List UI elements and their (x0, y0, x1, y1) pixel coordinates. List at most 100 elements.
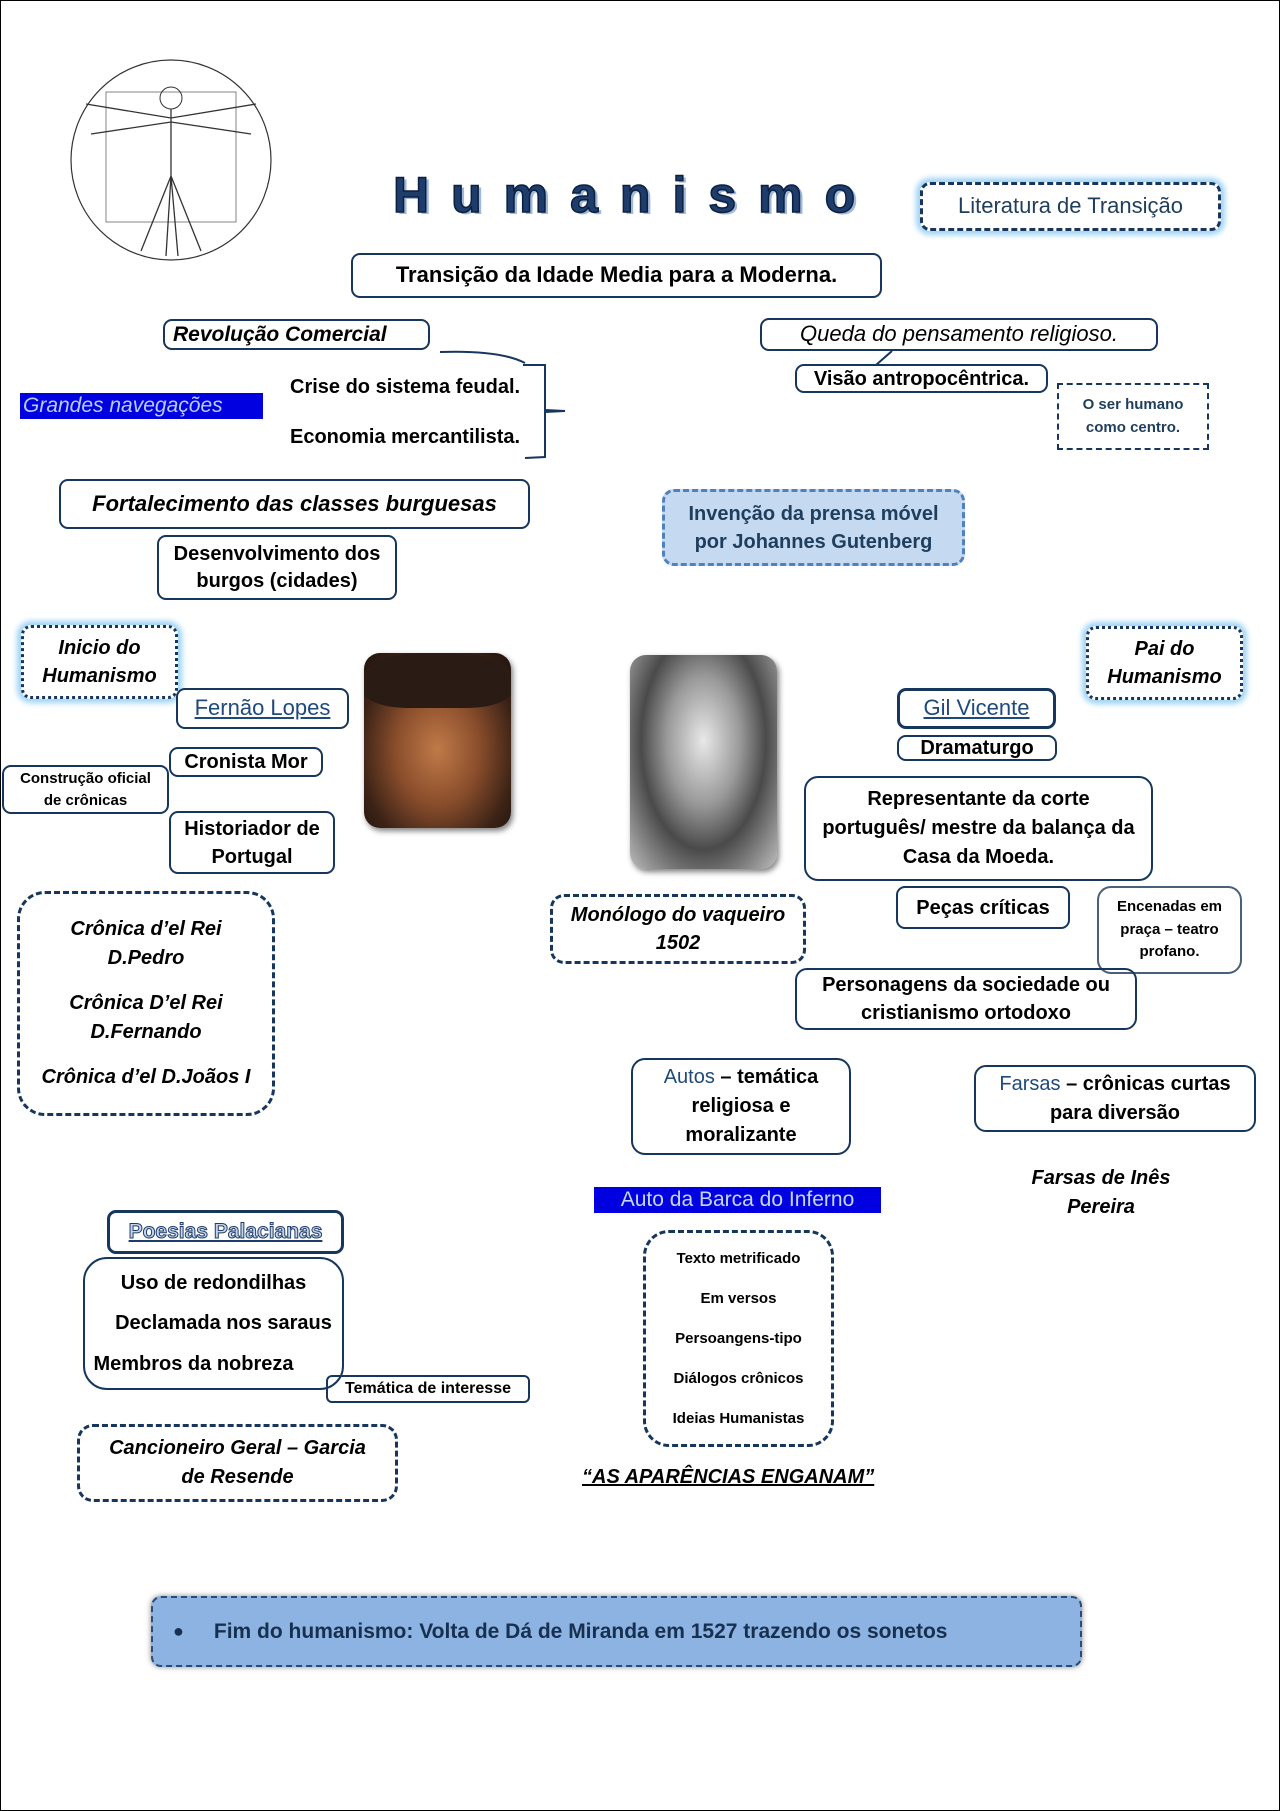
auto-barca-highlight: Auto da Barca do Inferno (594, 1187, 881, 1213)
dramaturgo-box: Dramaturgo (897, 735, 1057, 761)
fortalecimento-box: Fortalecimento das classes burguesas (59, 479, 530, 529)
desenvolvimento-line: Desenvolvimento dos (173, 542, 381, 565)
representante-line: Representante da corte (867, 788, 1090, 810)
fernao-lopes-name: Fernão Lopes (194, 695, 331, 721)
pai-humanismo-tag: Pai do Humanismo (1086, 626, 1243, 700)
monologo-box: Monólogo do vaqueiro 1502 (550, 894, 806, 964)
queda-pensamento-box: Queda do pensamento religioso. (760, 318, 1158, 351)
cronica-item: Crônica d’el Rei (70, 918, 222, 940)
cancioneiro-line: de Resende (181, 1466, 294, 1488)
bullet-icon: ● (173, 1620, 184, 1641)
revolucao-comercial-box: Revolução Comercial (163, 319, 430, 350)
monologo-line: Monólogo do vaqueiro (570, 904, 786, 926)
barca-item: Em versos (700, 1290, 777, 1308)
grandes-navegacoes-highlight: Grandes navegações (20, 393, 263, 419)
cronica-item: D.Pedro (107, 947, 185, 969)
cronista-text: Cronista Mor (184, 751, 308, 773)
poesias-palacianas-box: Poesias Palacianas (107, 1210, 344, 1254)
representante-line: português/ mestre da balança da (822, 817, 1135, 839)
autos-rest: – temática (714, 1066, 819, 1088)
farsas-rest: – crônicas curtas (1060, 1072, 1231, 1095)
farsas-ines-line: Pereira (1067, 1196, 1135, 1218)
historiador-line: Historiador de (184, 817, 320, 840)
visao-text: Visão antropocêntrica. (813, 367, 1030, 390)
invencao-line: Invenção da prensa móvel (688, 502, 939, 525)
inicio-humanismo-tag: Inicio do Humanismo (21, 625, 178, 699)
poesias-title: Poesias Palacianas (128, 1220, 323, 1244)
aparencias-enganam-quote: “AS APARÊNCIAS ENGANAM” (582, 1466, 875, 1488)
desenvolvimento-box: Desenvolvimento dos burgos (cidades) (157, 535, 397, 600)
monologo-line: 1502 (655, 932, 701, 954)
personagens-box: Personagens da sociedade ou cristianismo … (795, 968, 1137, 1030)
farsas-keyword: Farsas (999, 1072, 1061, 1095)
fortalecimento-text: Fortalecimento das classes burguesas (92, 490, 497, 516)
fim-humanismo-text: Fim do humanismo: Volta de Dá de Miranda… (213, 1619, 948, 1643)
visao-antropocentrica-box: Visão antropocêntrica. (795, 364, 1048, 393)
fernao-lopes-portrait (364, 653, 511, 828)
farsas-ines-line: Farsas de Inês (1031, 1167, 1171, 1189)
barca-item: Texto metrificado (676, 1250, 801, 1268)
connector-line (875, 350, 893, 366)
crise-feudal-text: Crise do sistema feudal. (290, 376, 521, 398)
main-topic-box: Transição da Idade Media para a Moderna. (351, 253, 882, 298)
cronica-item: D.Fernando (90, 1021, 202, 1043)
bracket-connector (439, 350, 566, 459)
personagens-line: cristianismo ortodoxo (860, 1002, 1072, 1024)
literatura-transicao-tag: Literatura de Transição (920, 182, 1221, 231)
main-topic-text: Transição da Idade Media para a Moderna. (395, 262, 838, 288)
ser-humano-box: O ser humano como centro. (1057, 383, 1209, 450)
barca-item: Ideias Humanistas (672, 1409, 805, 1427)
pai-line: Humanismo (1107, 666, 1222, 688)
encenadas-line: praça – teatro (1120, 920, 1219, 938)
barca-item: Diálogos crônicos (673, 1369, 804, 1387)
barca-item: Persoangens-tipo (675, 1329, 802, 1347)
queda-text: Queda do pensamento religioso. (800, 321, 1118, 347)
fernao-lopes-box: Fernão Lopes (176, 688, 349, 729)
pai-line: Pai do (1134, 638, 1195, 660)
ser-humano-line: O ser humano (1082, 396, 1184, 413)
dramaturgo-text: Dramaturgo (920, 737, 1034, 759)
barca-features-box: Texto metrificado Em versos Persoangens-… (643, 1230, 834, 1447)
construcao-line: de crônicas (43, 791, 128, 809)
tematica-box: Temática de interesse (326, 1375, 530, 1403)
encenadas-box: Encenadas em praça – teatro profano. (1097, 886, 1242, 974)
economia-mercantilista-text: Economia mercantilista. (290, 426, 521, 448)
cronista-mor-box: Cronista Mor (169, 747, 323, 777)
ser-humano-line: como centro. (1085, 418, 1181, 436)
poesias-item: Membros da nobreza (93, 1352, 294, 1375)
inicio-line: Inicio do (58, 637, 141, 659)
desenvolvimento-line: burgos (cidades) (196, 569, 358, 592)
cancioneiro-line: Cancioneiro Geral – Garcia (109, 1437, 366, 1459)
vitruvian-man-image (70, 59, 272, 261)
historiador-box: Historiador de Portugal (169, 811, 335, 874)
personagens-line: Personagens da sociedade ou (822, 974, 1110, 996)
autos-line: moralizante (685, 1124, 797, 1146)
historiador-line: Portugal (211, 845, 293, 868)
pecas-criticas-box: Peças críticas (896, 886, 1070, 929)
cronicas-box: Crônica d’el Rei D.Pedro Crônica D’el Re… (17, 891, 275, 1116)
construcao-oficial-box: Construção oficial de crônicas (2, 765, 169, 814)
autos-keyword: Autos (663, 1066, 715, 1088)
gil-vicente-box: Gil Vicente (897, 688, 1056, 729)
gil-vicente-name: Gil Vicente (923, 695, 1030, 721)
invencao-line: por Johannes Gutenberg (694, 530, 933, 553)
autos-heading: Autos – temática (664, 1063, 819, 1092)
poesias-item: Uso de redondilhas (120, 1272, 307, 1295)
invencao-prensa-box: Invenção da prensa móvel por Johannes Gut… (662, 489, 965, 566)
revolucao-text: Revolução Comercial (173, 322, 387, 346)
poesias-list-box: Uso de redondilhas Declamada nos saraus … (83, 1257, 344, 1390)
hat-shape (364, 653, 511, 708)
fim-humanismo-banner: ● Fim do humanismo: Volta de Dá de Miran… (151, 1596, 1082, 1667)
tag-text: Literatura de Transição (957, 193, 1184, 219)
encenadas-line: Encenadas em (1116, 898, 1223, 916)
inicio-line: Humanismo (42, 665, 157, 687)
cronica-item: Crônica d’el D.Joãos I (41, 1066, 251, 1088)
cronica-item: Crônica D’el Rei (69, 992, 223, 1014)
construcao-line: Construção oficial (20, 769, 151, 787)
tematica-text: Temática de interesse (344, 1379, 511, 1397)
poesias-item: Declamada nos saraus (115, 1312, 332, 1335)
gil-vicente-portrait (630, 655, 777, 869)
representante-line: Casa da Moeda. (902, 846, 1055, 868)
encenadas-line: profano. (1139, 943, 1200, 961)
